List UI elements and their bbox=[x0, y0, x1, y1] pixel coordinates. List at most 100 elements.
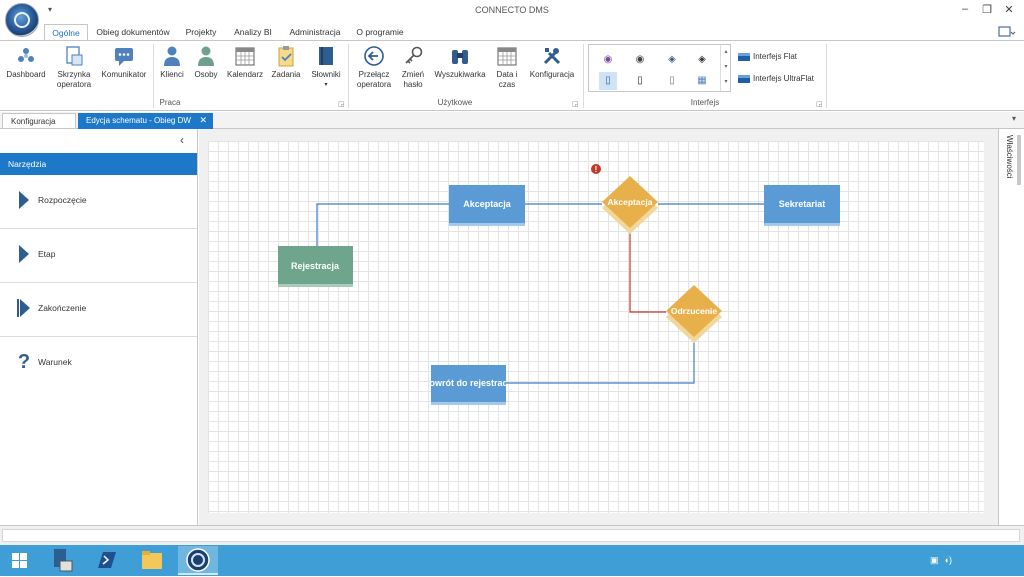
theme-gallery[interactable]: ◉ ◉ ◈ ◈ ▯ ▯ ▯ ▦ ▴▾▾ bbox=[588, 44, 731, 92]
doc-tab-konfiguracja[interactable]: Konfiguracja bbox=[2, 113, 76, 129]
app-logo-button[interactable] bbox=[5, 3, 39, 37]
connecto-dms-taskbar-button[interactable] bbox=[178, 546, 218, 575]
volume-icon[interactable]: ◖) bbox=[943, 555, 952, 565]
office-theme-icon[interactable]: ▯ bbox=[637, 75, 643, 86]
node-akceptacja[interactable]: Akceptacja bbox=[449, 185, 525, 226]
tab-projekty[interactable]: Projekty bbox=[185, 27, 217, 37]
tool-stage[interactable]: Etap bbox=[0, 229, 197, 283]
properties-tab[interactable]: Właściwości bbox=[1005, 135, 1014, 179]
tab-o-programie[interactable]: O programie bbox=[356, 27, 404, 37]
office-theme-icon[interactable]: ◉ bbox=[603, 54, 613, 65]
chat-label: Komunikator bbox=[101, 70, 147, 79]
gallery-scroll[interactable]: ▴▾▾ bbox=[720, 45, 731, 91]
powershell-icon bbox=[98, 552, 116, 568]
tab-administracja[interactable]: Administracja bbox=[289, 27, 341, 37]
binoculars-icon bbox=[452, 50, 468, 64]
condition-akceptacja[interactable]: Akceptacja bbox=[602, 176, 658, 234]
persons-button[interactable]: Osoby bbox=[190, 45, 222, 80]
tool-end-label: Zakończenie bbox=[38, 303, 87, 313]
tool-condition[interactable]: ? Warunek bbox=[0, 337, 197, 391]
node-powrot-do-rejestracji[interactable]: Powrót do rejestracji bbox=[423, 365, 512, 405]
edge-odrzucenie-powrot[interactable] bbox=[506, 340, 695, 384]
tools-panel-title: Narzędzia bbox=[0, 153, 197, 175]
folder-icon bbox=[142, 551, 162, 569]
quick-access-dropdown[interactable]: ▾ bbox=[48, 5, 53, 14]
diagram-grid[interactable]: ! Rejestracja Akceptacja Sekretariat bbox=[208, 141, 984, 513]
theme-ultraflat-button[interactable]: Interfejs UltraFlat bbox=[738, 74, 814, 83]
tool-condition-label: Warunek bbox=[38, 357, 72, 367]
tool-start[interactable]: Rozpoczęcie bbox=[0, 175, 197, 229]
office-theme-icon[interactable]: ▯ bbox=[669, 75, 675, 86]
switch-operator-label: Przełącz operatora bbox=[356, 70, 392, 89]
collapse-panel-icon[interactable]: ‹ bbox=[180, 133, 184, 147]
tools-icon bbox=[543, 48, 561, 65]
clients-button[interactable]: Klienci bbox=[156, 45, 188, 80]
book-icon bbox=[319, 47, 333, 65]
edge-rejestracja-akceptacja[interactable] bbox=[316, 203, 449, 246]
close-button[interactable]: ✕ bbox=[1004, 4, 1014, 16]
date-time-button[interactable]: Data i czas bbox=[492, 45, 522, 90]
dashboard-icon bbox=[18, 48, 34, 62]
calendar-button[interactable]: Kalendarz bbox=[224, 45, 266, 80]
help-menu-icon[interactable] bbox=[998, 26, 1016, 39]
chat-button[interactable]: Komunikator bbox=[98, 45, 150, 80]
office-theme-icon[interactable]: ◈ bbox=[668, 54, 676, 65]
theme-ultraflat-label: Interfejs UltraFlat bbox=[753, 74, 814, 83]
inbox-button[interactable]: Skrzynka operatora bbox=[52, 45, 96, 90]
dictionaries-button[interactable]: Słowniki ▾ bbox=[306, 45, 346, 90]
close-tab-icon[interactable]: ✕ bbox=[199, 115, 207, 125]
calendar-label: Kalendarz bbox=[226, 70, 264, 79]
ribbon: Dashboard Skrzynka operatora Komunikator… bbox=[0, 40, 1024, 111]
powershell-button[interactable] bbox=[86, 546, 126, 575]
configuration-button[interactable]: Konfiguracja bbox=[526, 45, 578, 80]
group-separator bbox=[583, 44, 584, 108]
group-label-interfejs: Interfejs bbox=[690, 98, 720, 107]
dialog-launcher-icon[interactable]: ◲ bbox=[572, 101, 579, 108]
tools-panel: ‹ Narzędzia Rozpoczęcie Etap Zakończenie… bbox=[0, 129, 198, 525]
tasks-button[interactable]: Zadania bbox=[268, 45, 304, 80]
tab-obieg-dokumentow[interactable]: Obieg dokumentów bbox=[96, 27, 170, 37]
edge-decision-odrzucenie[interactable] bbox=[629, 229, 666, 313]
restore-button[interactable]: ❐ bbox=[982, 4, 992, 16]
tab-analizy-bi[interactable]: Analizy BI bbox=[234, 27, 272, 37]
diagram-svg: ! Rejestracja Akceptacja Sekretariat bbox=[278, 164, 840, 405]
office-theme-icon[interactable]: ▦ bbox=[697, 75, 707, 86]
change-password-button[interactable]: Zmień hasło bbox=[398, 45, 428, 90]
condition-odrzucenie[interactable]: Odrzucenie bbox=[666, 285, 722, 343]
tool-end[interactable]: Zakończenie bbox=[0, 283, 197, 337]
svg-text:!: ! bbox=[595, 165, 598, 174]
network-icon[interactable]: ▣ bbox=[930, 555, 939, 565]
warning-icon[interactable] bbox=[591, 164, 601, 174]
minimize-button[interactable]: – bbox=[961, 3, 969, 15]
clients-label: Klienci bbox=[160, 70, 184, 79]
node-label: Rejestracja bbox=[291, 261, 340, 271]
server-manager-button[interactable] bbox=[42, 546, 82, 575]
theme-flat-button[interactable]: Interfejs Flat bbox=[738, 52, 797, 61]
office-theme-icon[interactable]: ◉ bbox=[635, 54, 645, 65]
dialog-launcher-icon[interactable]: ◲ bbox=[338, 101, 345, 108]
scrollbar[interactable] bbox=[1017, 135, 1021, 185]
dialog-launcher-icon[interactable]: ◲ bbox=[816, 101, 823, 108]
node-label: Sekretariat bbox=[779, 199, 826, 209]
change-password-label: Zmień hasło bbox=[401, 70, 425, 89]
office-theme-icon[interactable]: ◈ bbox=[698, 54, 706, 65]
office-theme-icon-selected[interactable]: ▯ bbox=[599, 72, 617, 90]
node-rejestracja[interactable]: Rejestracja bbox=[278, 246, 353, 287]
node-sekretariat[interactable]: Sekretariat bbox=[764, 185, 840, 226]
dashboard-button[interactable]: Dashboard bbox=[4, 45, 48, 80]
clients-icon bbox=[164, 46, 180, 66]
tabs-dropdown-icon[interactable]: ▾ bbox=[1011, 114, 1016, 123]
doc-tab-edycja-schematu[interactable]: Edycja schematu - Obieg DW ✕ bbox=[78, 113, 213, 129]
group-separator bbox=[348, 44, 349, 108]
windows-start-button[interactable] bbox=[0, 546, 40, 575]
stage-arrow-icon bbox=[19, 245, 29, 263]
tab-ogolne[interactable]: Ogólne bbox=[44, 24, 88, 41]
inbox-label: Skrzynka operatora bbox=[56, 70, 92, 89]
end-arrow-icon bbox=[17, 299, 30, 317]
search-engine-button[interactable]: Wyszukiwarka bbox=[432, 45, 488, 80]
title-bar: ▾ CONNECTO DMS – ❐ ✕ bbox=[0, 0, 1024, 26]
file-explorer-button[interactable] bbox=[132, 546, 172, 575]
chevron-down-icon: ▾ bbox=[324, 82, 328, 88]
switch-operator-button[interactable]: Przełącz operatora bbox=[352, 45, 396, 90]
diagram-canvas-area: ! Rejestracja Akceptacja Sekretariat bbox=[199, 129, 998, 525]
